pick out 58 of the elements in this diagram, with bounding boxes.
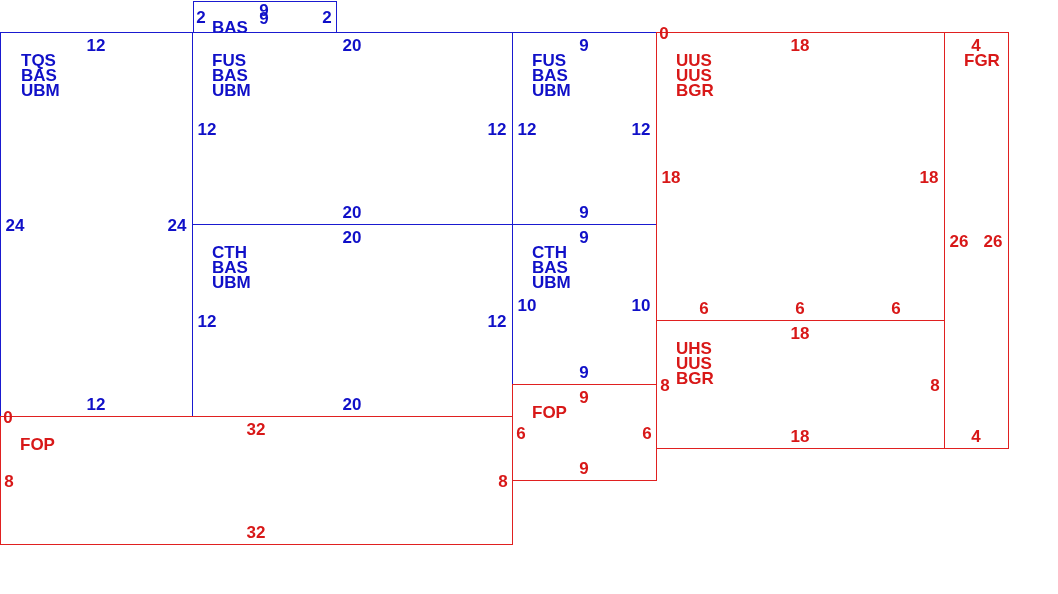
dimension-label: 20 xyxy=(342,204,362,220)
dimension-label: 24 xyxy=(167,217,187,233)
dimension-label: 26 xyxy=(949,233,969,249)
dimension-label: 8 xyxy=(660,377,670,393)
room-box xyxy=(512,384,657,481)
dimension-label: 6 xyxy=(891,300,901,316)
dimension-label: 12 xyxy=(631,121,651,137)
dimension-label: 12 xyxy=(86,396,106,412)
dimension-label: 18 xyxy=(790,325,810,341)
dimension-label: 10 xyxy=(631,297,651,313)
dimension-label: 8 xyxy=(930,377,940,393)
dimension-label: 12 xyxy=(86,37,106,53)
dimension-label: 12 xyxy=(487,313,507,329)
dimension-label: 4 xyxy=(971,428,981,444)
dimension-label: 9 xyxy=(579,364,589,380)
dimension-label: 26 xyxy=(983,233,1003,249)
dimension-label: 12 xyxy=(517,121,537,137)
dimension-label: 12 xyxy=(487,121,507,137)
dimension-label: 24 xyxy=(5,217,25,233)
room-label: FOP xyxy=(20,437,55,452)
dimension-label: 18 xyxy=(790,37,810,53)
dimension-label: 32 xyxy=(246,421,266,437)
room-label: CTH BAS UBM xyxy=(212,245,251,290)
dimension-label: 6 xyxy=(699,300,709,316)
dimension-label: 9 xyxy=(579,229,589,245)
dimension-label: 2 xyxy=(196,9,206,25)
dimension-label: 18 xyxy=(919,169,939,185)
dimension-label: 9 xyxy=(579,389,589,405)
room-label: FGR xyxy=(964,53,1000,68)
dimension-label: 32 xyxy=(246,524,266,540)
dimension-label: 6 xyxy=(516,425,526,441)
room-label: CTH BAS UBM xyxy=(532,245,571,290)
room-label: UUS UUS BGR xyxy=(676,53,714,98)
dimension-label: 18 xyxy=(790,428,810,444)
room-label: TQS BAS UBM xyxy=(21,53,60,98)
dimension-label: 8 xyxy=(498,473,508,489)
room-label: UHS UUS BGR xyxy=(676,341,714,386)
dimension-label: 12 xyxy=(197,121,217,137)
room-box xyxy=(944,32,1009,449)
dimension-label: 6 xyxy=(795,300,805,316)
room-label: FUS BAS UBM xyxy=(212,53,251,98)
room-box xyxy=(193,1,337,33)
room-box xyxy=(656,320,945,449)
dimension-label: 8 xyxy=(4,473,14,489)
room-label: FUS BAS UBM xyxy=(532,53,571,98)
dimension-label: 18 xyxy=(661,169,681,185)
dimension-label: 4 xyxy=(971,37,981,53)
dimension-label: 20 xyxy=(342,229,362,245)
dimension-label: 2 xyxy=(322,9,332,25)
dimension-label: 9 xyxy=(579,204,589,220)
dimension-label: 20 xyxy=(342,396,362,412)
dimension-label: 9 xyxy=(579,37,589,53)
dimension-label: 10 xyxy=(517,297,537,313)
dimension-label: 12 xyxy=(197,313,217,329)
dimension-label: 6 xyxy=(642,425,652,441)
dimension-label: 20 xyxy=(342,37,362,53)
room-label: FOP xyxy=(532,405,567,420)
dimension-label: 9 xyxy=(579,460,589,476)
